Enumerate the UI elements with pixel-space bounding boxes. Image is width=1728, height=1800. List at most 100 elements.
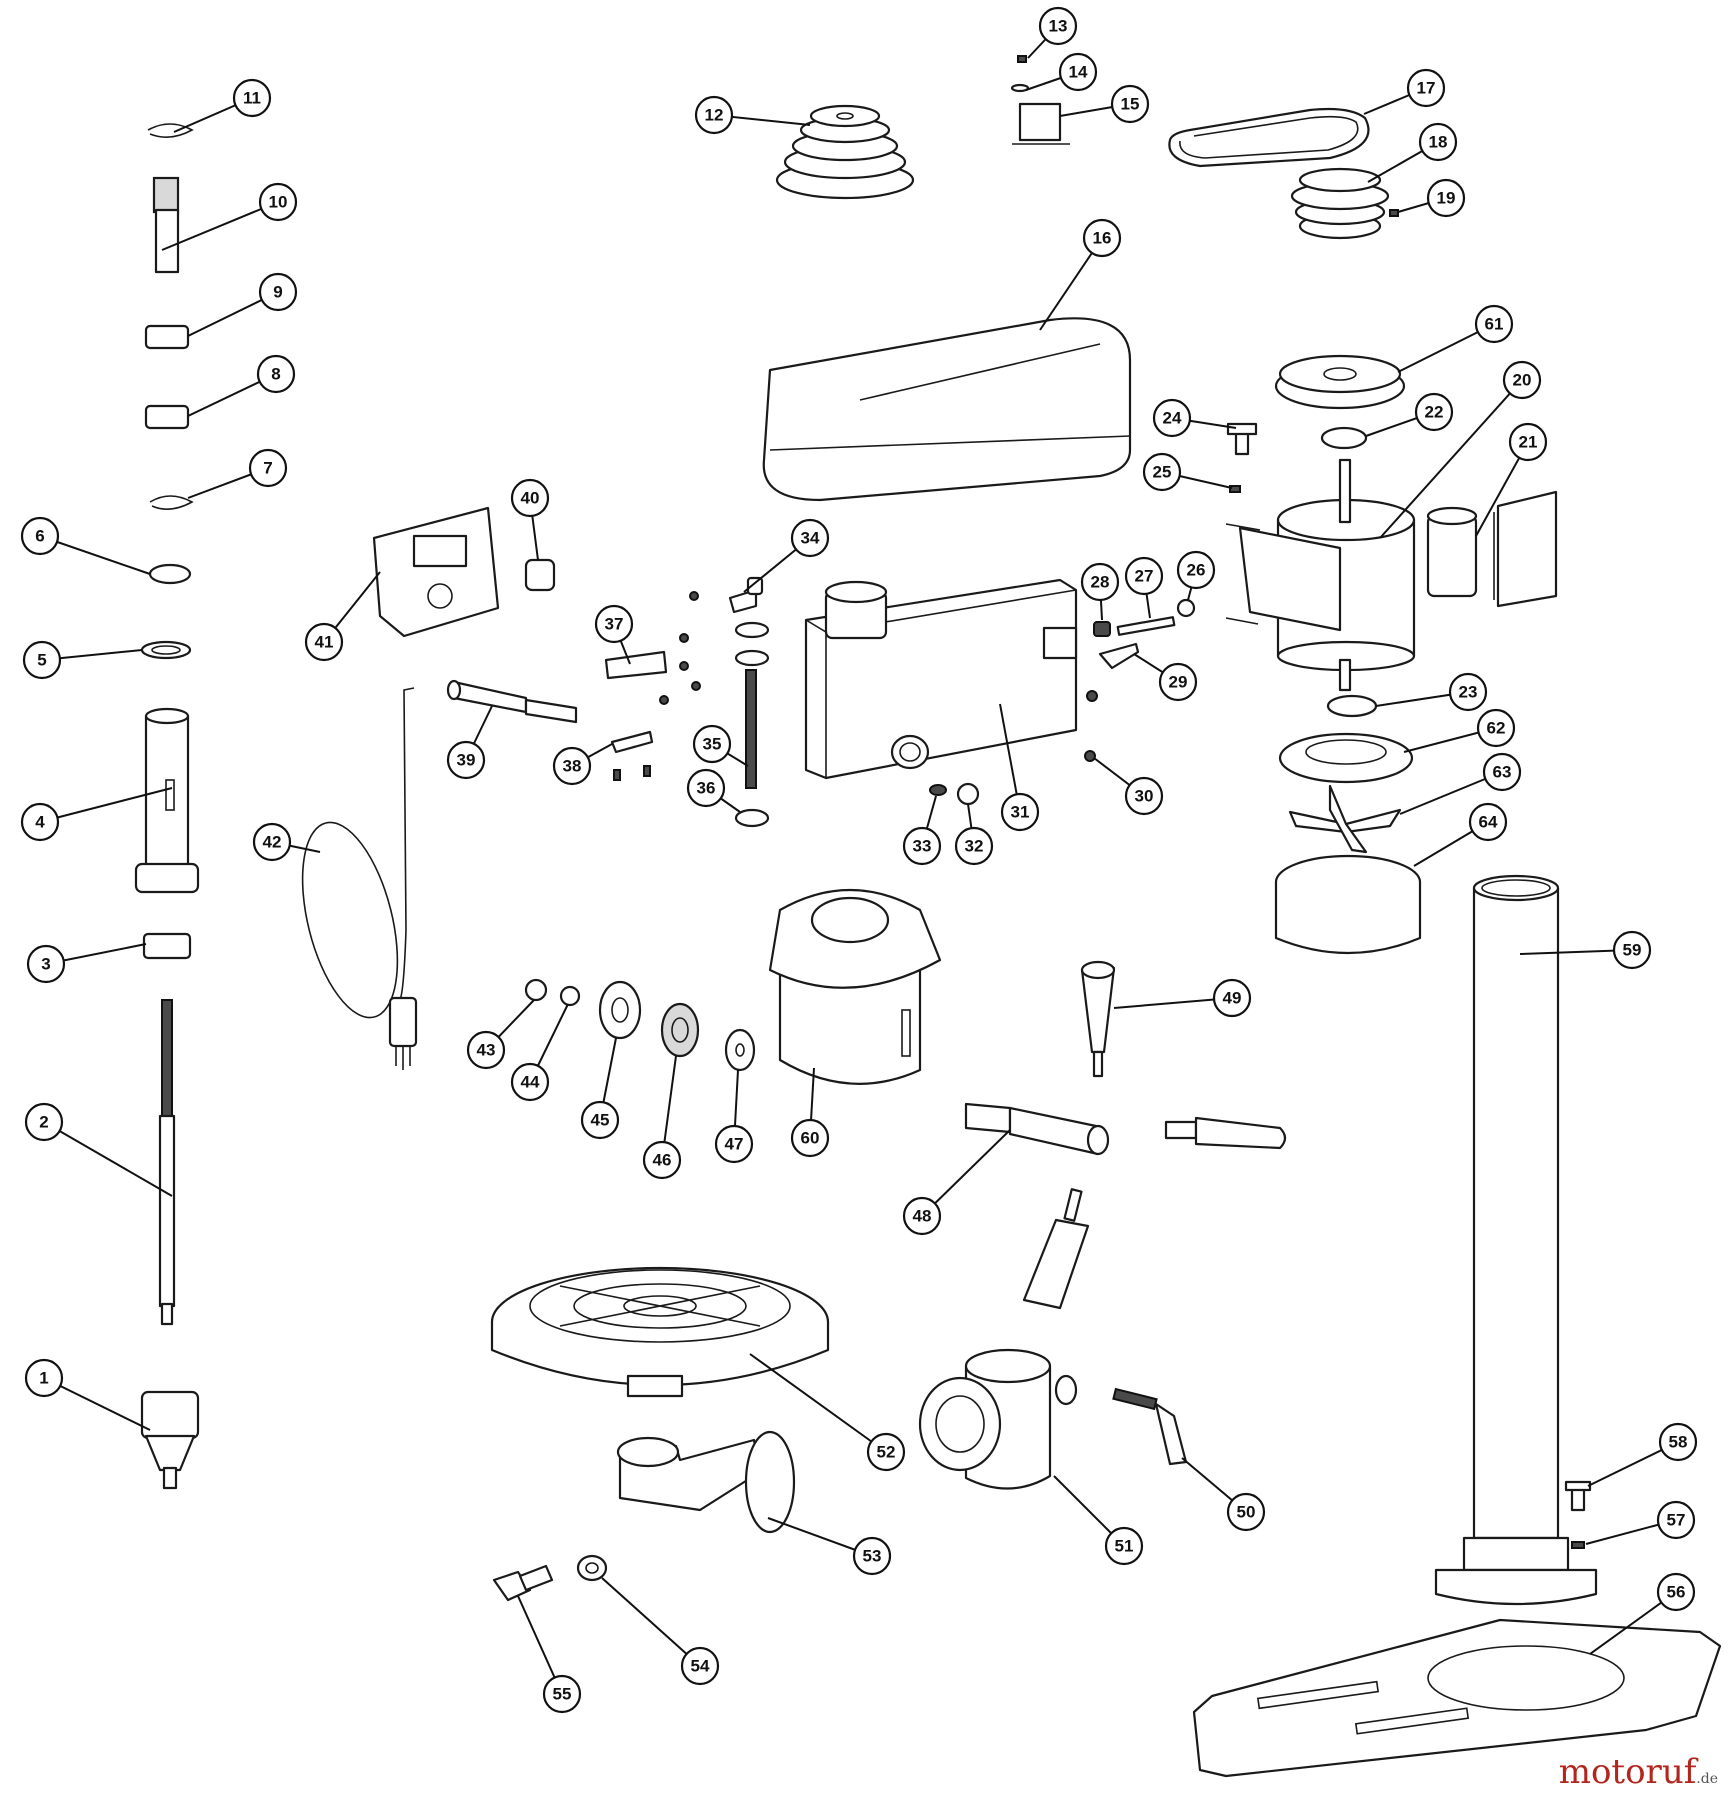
washer-5 bbox=[140, 640, 192, 660]
callout-circle-35 bbox=[692, 724, 732, 764]
callout-label-58: 58 bbox=[1669, 1433, 1688, 1452]
bearing-9 bbox=[144, 324, 190, 350]
callout-42: 42 bbox=[252, 822, 292, 862]
retaining-ring-7 bbox=[149, 495, 194, 510]
callout-label-52: 52 bbox=[877, 1443, 896, 1462]
callout-circle-16 bbox=[1082, 218, 1122, 258]
pin-27 bbox=[1116, 616, 1176, 636]
callout-36: 36 bbox=[686, 768, 726, 808]
callout-label-59: 59 bbox=[1623, 941, 1642, 960]
motor-20 bbox=[1225, 458, 1416, 692]
callout-circle-20 bbox=[1502, 360, 1542, 400]
callout-label-40: 40 bbox=[521, 489, 540, 508]
callout-22: 22 bbox=[1414, 392, 1454, 432]
callout-46: 46 bbox=[642, 1140, 682, 1180]
nut-upper bbox=[734, 621, 770, 667]
callout-circle-56 bbox=[1656, 1572, 1696, 1612]
callout-label-5: 5 bbox=[37, 651, 46, 670]
callout-label-45: 45 bbox=[591, 1111, 610, 1130]
callout-circle-43 bbox=[466, 1030, 506, 1070]
callout-55: 55 bbox=[542, 1674, 582, 1714]
callout-28: 28 bbox=[1080, 562, 1120, 602]
leader-line-54 bbox=[601, 1577, 701, 1667]
handle-lower bbox=[1022, 1188, 1090, 1310]
callout-circle-33 bbox=[902, 826, 942, 866]
callout-label-30: 30 bbox=[1135, 787, 1154, 806]
callout-label-29: 29 bbox=[1169, 673, 1188, 692]
callout-27: 27 bbox=[1124, 556, 1164, 596]
callout-label-51: 51 bbox=[1115, 1537, 1134, 1556]
callout-label-50: 50 bbox=[1237, 1503, 1256, 1522]
callout-21: 21 bbox=[1508, 422, 1548, 462]
callout-39: 39 bbox=[446, 740, 486, 780]
callout-5: 5 bbox=[22, 640, 62, 680]
callout-label-27: 27 bbox=[1135, 567, 1154, 586]
callout-circle-37 bbox=[594, 604, 634, 644]
callout-label-63: 63 bbox=[1493, 763, 1512, 782]
callout-13: 13 bbox=[1038, 6, 1078, 46]
callout-circle-26 bbox=[1176, 550, 1216, 590]
callout-circle-1 bbox=[24, 1358, 64, 1398]
callout-1: 1 bbox=[24, 1358, 64, 1398]
callout-59: 59 bbox=[1612, 930, 1652, 970]
motor-end-cap-62 bbox=[1278, 732, 1414, 784]
screw-30 bbox=[1084, 750, 1096, 762]
nut-36 bbox=[734, 808, 770, 828]
callout-label-57: 57 bbox=[1667, 1511, 1686, 1530]
callout-12: 12 bbox=[694, 95, 734, 135]
callout-circle-57 bbox=[1656, 1500, 1696, 1540]
callout-circle-6 bbox=[20, 516, 60, 556]
callout-label-12: 12 bbox=[705, 106, 724, 125]
retaining-ring-top bbox=[147, 123, 194, 138]
callout-circle-3 bbox=[26, 944, 66, 984]
clip-29 bbox=[1098, 642, 1140, 670]
callout-2: 2 bbox=[24, 1102, 64, 1142]
callout-18: 18 bbox=[1418, 122, 1458, 162]
callout-label-39: 39 bbox=[457, 751, 476, 770]
callout-label-20: 20 bbox=[1513, 371, 1532, 390]
spindle-sleeve-top bbox=[152, 176, 180, 274]
washer-6 bbox=[148, 563, 192, 585]
callout-circle-49 bbox=[1212, 978, 1252, 1018]
drill-chuck-1 bbox=[140, 1390, 200, 1490]
callout-circle-19 bbox=[1426, 178, 1466, 218]
callout-circle-38 bbox=[552, 746, 592, 786]
callout-circle-21 bbox=[1508, 422, 1548, 462]
callout-circle-63 bbox=[1482, 752, 1522, 792]
callout-31: 31 bbox=[1000, 792, 1040, 832]
callout-label-46: 46 bbox=[653, 1151, 672, 1170]
bearing-8 bbox=[144, 404, 190, 430]
callout-58: 58 bbox=[1658, 1422, 1698, 1462]
callout-circle-47 bbox=[714, 1124, 754, 1164]
callout-circle-5 bbox=[22, 640, 62, 680]
quill-4 bbox=[134, 707, 200, 894]
callout-circle-64 bbox=[1468, 802, 1508, 842]
set-screw-19 bbox=[1389, 209, 1399, 217]
callout-48: 48 bbox=[902, 1196, 942, 1236]
callout-circle-29 bbox=[1158, 662, 1198, 702]
callout-circle-44 bbox=[510, 1062, 550, 1102]
small-screws bbox=[659, 591, 701, 705]
callout-30: 30 bbox=[1124, 776, 1164, 816]
callout-circle-8 bbox=[256, 354, 296, 394]
bearing-3 bbox=[142, 932, 192, 960]
bolt-58 bbox=[1564, 1480, 1592, 1512]
callout-circle-42 bbox=[252, 822, 292, 862]
depth-rod-35 bbox=[745, 669, 757, 789]
leader-line-49 bbox=[1113, 997, 1233, 1009]
callout-57: 57 bbox=[1656, 1500, 1696, 1540]
callout-circle-9 bbox=[258, 272, 298, 312]
callout-label-38: 38 bbox=[563, 757, 582, 776]
callout-53: 53 bbox=[852, 1536, 892, 1576]
callout-label-19: 19 bbox=[1437, 189, 1456, 208]
callout-56: 56 bbox=[1656, 1572, 1696, 1612]
callout-circle-4 bbox=[20, 802, 60, 842]
callout-circle-27 bbox=[1124, 556, 1164, 596]
callout-63: 63 bbox=[1482, 752, 1522, 792]
callout-11: 11 bbox=[232, 78, 272, 118]
callout-24: 24 bbox=[1152, 398, 1192, 438]
callout-14: 14 bbox=[1058, 52, 1098, 92]
fan-63 bbox=[1288, 784, 1402, 854]
callout-circle-31 bbox=[1000, 792, 1040, 832]
callout-circle-13 bbox=[1038, 6, 1078, 46]
